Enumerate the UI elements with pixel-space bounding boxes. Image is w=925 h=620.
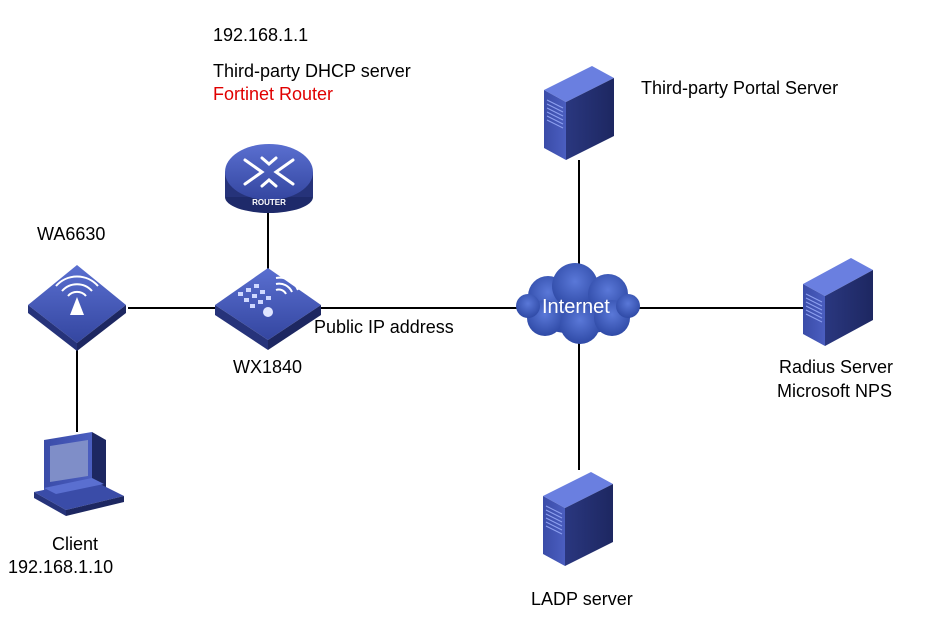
portal-server-icon[interactable] [544, 66, 614, 160]
access-point-label: WA6630 [37, 224, 106, 244]
ldap-server-label: LADP server [531, 589, 633, 609]
router-badge: ROUTER [252, 198, 286, 207]
client-pc-icon[interactable] [34, 432, 124, 516]
connections [76, 160, 803, 470]
public-ip-label: Public IP address [314, 317, 454, 337]
access-point-icon[interactable] [28, 265, 126, 351]
access-controller-label: WX1840 [233, 357, 303, 377]
access-controller-icon[interactable] [215, 268, 321, 350]
client-ip-label: 192.168.1.10 [8, 557, 114, 577]
radius-server-label: Radius Server [779, 357, 894, 377]
internet-cloud-icon[interactable] [516, 263, 640, 344]
portal-server-label: Third-party Portal Server [641, 78, 839, 98]
router-ip-label: 192.168.1.1 [213, 25, 309, 45]
internet-label: Internet [542, 296, 610, 318]
router-icon[interactable]: ROUTER [225, 144, 313, 213]
ldap-server-icon[interactable] [543, 472, 613, 566]
router-role-label: Third-party DHCP server [213, 61, 411, 81]
router-name-label: Fortinet Router [213, 84, 334, 104]
radius-server-icon[interactable] [803, 258, 873, 346]
client-label: Client [52, 534, 99, 554]
radius-server-product-label: Microsoft NPS [777, 381, 893, 401]
